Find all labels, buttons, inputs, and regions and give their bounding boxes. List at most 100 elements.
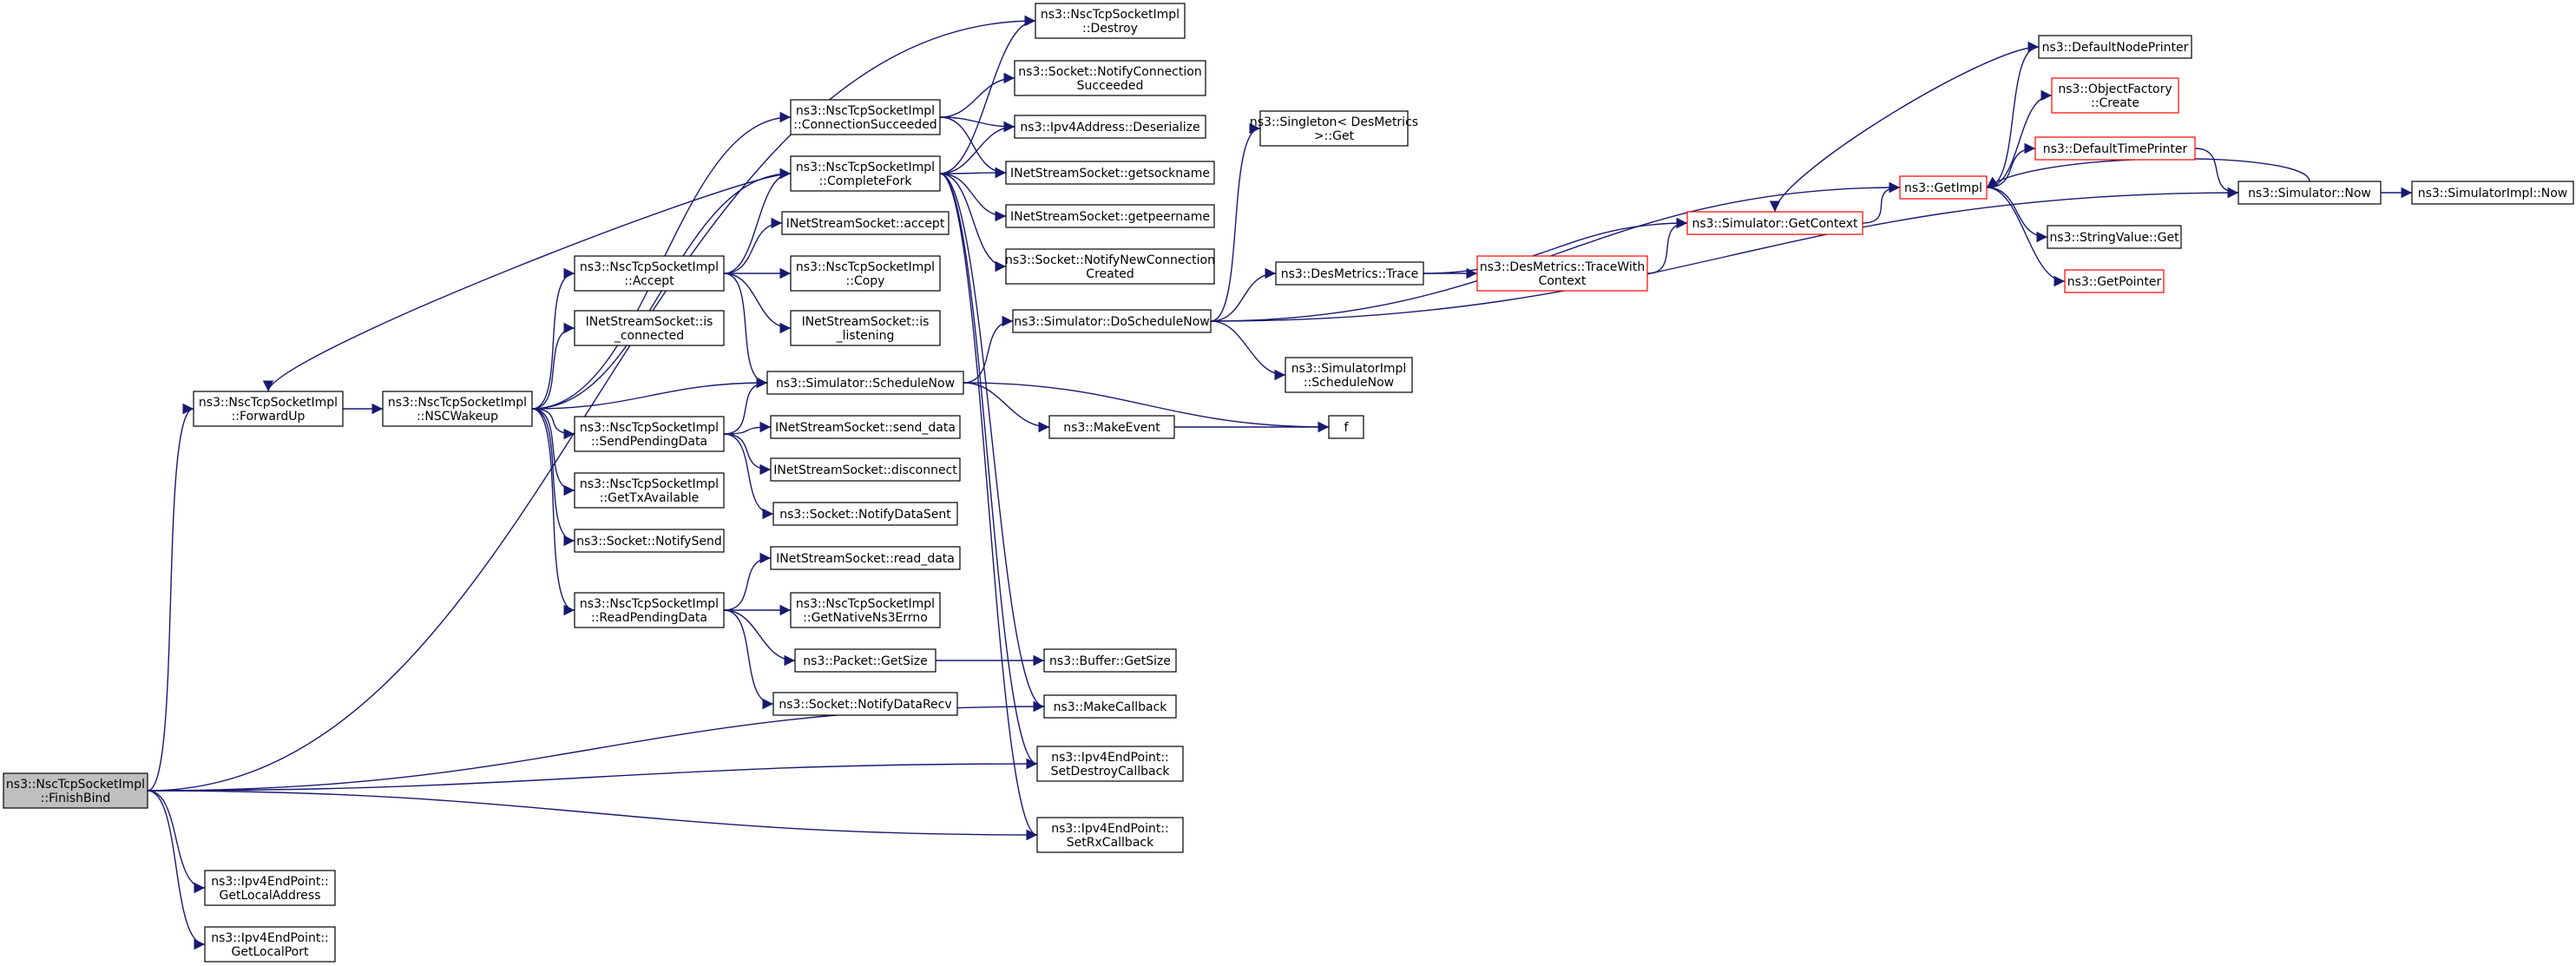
node-f[interactable]: f [1328,415,1364,439]
node-simnow[interactable]: ns3::Simulator::Now [2238,181,2382,205]
node-buffergetsize[interactable]: ns3::Buffer::GetSize [1043,648,1177,673]
node-label: INetStreamSocket::disconnect [773,463,957,477]
node-box [1259,110,1409,147]
edge-sendpending-to-notifydatasent [723,433,774,520]
node-box [770,415,961,439]
node-label: ns3::NscTcpSocketImpl [580,477,719,491]
node-makeevent[interactable]: ns3::MakeEvent [1048,415,1175,439]
node-box [1285,357,1413,393]
node-finishbind[interactable]: ns3::NscTcpSocketImpl::FinishBind [3,772,148,809]
node-label: INetStreamSocket::read_data [776,552,955,566]
node-inetaccept[interactable]: INetStreamSocket::accept [781,211,950,235]
node-readpending[interactable]: ns3::NscTcpSocketImpl::ReadPendingData [574,592,725,628]
node-label: ns3::NscTcpSocketImpl [796,161,935,174]
node-destroy[interactable]: ns3::NscTcpSocketImpl::Destroy [1035,3,1186,39]
edge-finishbind-to-setrxcb [147,790,1038,841]
node-label: ns3::DefaultNodePrinter [2042,41,2189,55]
edges-layer [147,15,2412,950]
node-label: INetStreamSocket::is [586,315,713,329]
node-box [204,870,336,906]
edge-completefork-to-setdestroycb [939,173,1038,770]
node-label: ns3::NscTcpSocketImpl [796,104,935,118]
node-deftimeprinter[interactable]: ns3::DefaultTimePrinter [2034,136,2196,161]
node-label: SetDestroyCallback [1051,765,1171,779]
edge-nscwakeup-to-accept [531,267,575,410]
node-forwardup[interactable]: ns3::NscTcpSocketImpl::ForwardUp [193,391,344,427]
node-box [574,472,725,509]
node-getimpl[interactable]: ns3::GetImpl [1899,175,1988,200]
node-box [1014,60,1206,96]
node-box [794,648,936,673]
node-completefork[interactable]: ns3::NscTcpSocketImpl::CompleteFork [790,155,941,192]
node-getnativeerrno[interactable]: ns3::NscTcpSocketImpl::GetNativeNs3Errno [790,592,941,628]
node-readdata[interactable]: INetStreamSocket::read_data [770,546,961,570]
node-connsucceeded[interactable]: ns3::NscTcpSocketImpl::ConnectionSucceed… [790,99,941,135]
node-box [790,310,941,346]
node-setdestroycb[interactable]: ns3::Ipv4EndPoint::SetDestroyCallback [1036,746,1184,782]
edge-sendpending-to-schedulenow [723,377,768,435]
node-doschedulenow[interactable]: ns3::Simulator::DoScheduleNow [1012,309,1212,333]
node-box [204,926,336,963]
node-label: INetStreamSocket::is [802,315,930,329]
node-label: INetStreamSocket::send_data [775,421,956,435]
node-label: ns3::MakeEvent [1063,421,1160,435]
node-getlocaladdr[interactable]: ns3::Ipv4EndPoint::GetLocalAddress [204,870,336,906]
node-getcontext[interactable]: ns3::Simulator::GetContext [1686,211,1863,235]
node-box [772,692,958,716]
node-desmetricstrace[interactable]: ns3::DesMetrics::Trace [1275,261,1424,286]
node-notifydatarecv[interactable]: ns3::Socket::NotifyDataRecv [772,692,958,716]
node-getsockname[interactable]: INetStreamSocket::getsockname [1005,161,1215,185]
edge-nscwakeup-to-sendpending [531,408,575,440]
node-copy[interactable]: ns3::NscTcpSocketImpl::Copy [790,255,941,292]
edge-nscwakeup-to-readpending [531,408,575,616]
node-ipv4deser[interactable]: ns3::Ipv4Address::Deserialize [1014,115,1206,139]
node-getlocalport[interactable]: ns3::Ipv4EndPoint::GetLocalPort [204,926,336,963]
node-box [1328,415,1364,439]
node-box [790,155,941,192]
node-box [1005,204,1215,228]
node-label: ns3::NscTcpSocketImpl [796,597,935,611]
node-nscwakeup[interactable]: ns3::NscTcpSocketImpl::NSCWakeup [382,391,533,427]
node-disconnect[interactable]: INetStreamSocket::disconnect [770,457,961,482]
node-simimplschednow[interactable]: ns3::SimulatorImpl::ScheduleNow [1285,357,1413,393]
node-sendpending[interactable]: ns3::NscTcpSocketImpl::SendPendingData [574,416,725,452]
node-singletonget[interactable]: ns3::Singleton< DesMetrics >::Get [1250,110,1418,147]
nodes-layer: ns3::NscTcpSocketImpl::FinishBindns3::Ns… [3,3,2574,963]
node-islistening[interactable]: INetStreamSocket::is_listening [790,310,941,346]
node-label: ns3::DesMetrics::TraceWith [1480,260,1645,274]
node-simimplnow[interactable]: ns3::SimulatorImpl::Now [2411,181,2574,205]
node-gettxavail[interactable]: ns3::NscTcpSocketImpl::GetTxAvailable [574,472,725,509]
node-isconnected[interactable]: INetStreamSocket::is_connected [574,310,725,346]
node-label: ns3::Ipv4EndPoint:: [211,875,329,889]
node-label: Succeeded [1077,79,1144,93]
node-getpeername[interactable]: INetStreamSocket::getpeername [1005,204,1215,228]
edge-readpending-to-packetgetsize [723,609,796,667]
node-schedulenow[interactable]: ns3::Simulator::ScheduleNow [766,371,964,395]
node-label: ns3::NscTcpSocketImpl [6,778,145,792]
node-setrxcb[interactable]: ns3::Ipv4EndPoint::SetRxCallback [1036,817,1184,853]
node-packetgetsize[interactable]: ns3::Packet::GetSize [794,648,936,673]
node-label: ns3::Simulator::Now [2248,187,2371,200]
node-objfactorycreate[interactable]: ns3::ObjectFactory::Create [2051,77,2179,114]
node-box [772,502,958,526]
edge-doschedulenow-to-singletonget [1210,122,1261,322]
node-label: ns3::Ipv4EndPoint:: [1051,751,1169,765]
node-defnodeprinter[interactable]: ns3::DefaultNodePrinter [2038,35,2192,59]
node-getpointer[interactable]: ns3::GetPointer [2064,269,2165,293]
edge-accept-to-islistening [723,273,792,334]
node-accept[interactable]: ns3::NscTcpSocketImpl::Accept [574,255,725,292]
node-stringvalueget[interactable]: ns3::StringValue::Get [2047,225,2182,249]
node-makecallback[interactable]: ns3::MakeCallback [1043,694,1177,719]
node-label: ns3::GetImpl [1904,181,1982,195]
node-label: ns3::Simulator::GetContext [1692,217,1858,231]
node-label: ns3::Socket::NotifyNewConnection [1005,253,1215,267]
node-notifydatasent[interactable]: ns3::Socket::NotifyDataSent [772,502,958,526]
node-label: Created [1086,267,1134,281]
node-label: ns3::MakeCallback [1054,700,1168,714]
node-senddata[interactable]: INetStreamSocket::send_data [770,415,961,439]
node-notifysend[interactable]: ns3::Socket::NotifySend [574,529,725,553]
edge-completefork-to-setrxcb [939,173,1038,841]
